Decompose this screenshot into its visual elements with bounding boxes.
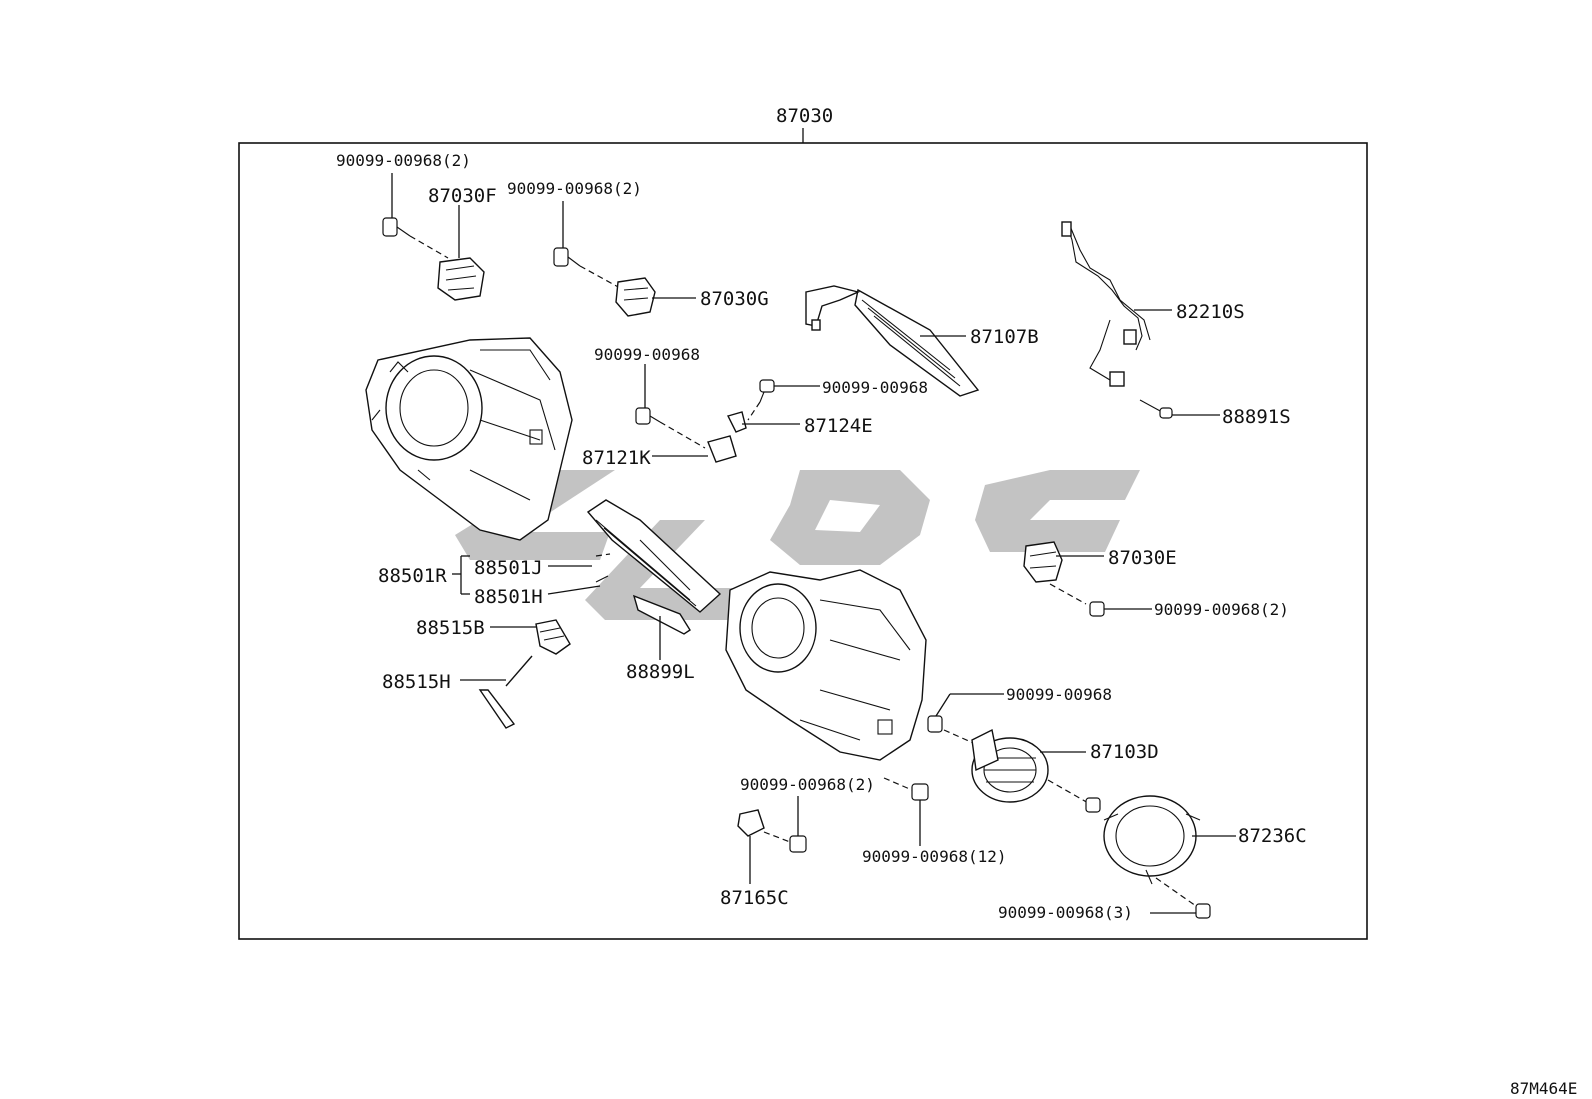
label-screw-bracket-right[interactable]: 90099-00968 [822,378,928,397]
screw-blower-top-icon[interactable] [927,715,943,733]
sensor-87165C-icon[interactable] [737,809,765,837]
label-88501H[interactable]: 88501H [474,586,543,608]
label-88891S[interactable]: 88891S [1222,406,1291,428]
label-screw-87030E[interactable]: 90099-00968(2) [1154,600,1289,619]
actuator-87030E-icon[interactable] [1023,541,1063,583]
label-88515H[interactable]: 88515H [382,671,451,693]
screw-top-left-icon[interactable] [382,217,411,237]
label-82210S[interactable]: 82210S [1176,301,1245,323]
label-87030E[interactable]: 87030E [1108,547,1177,569]
label-87030F[interactable]: 87030F [428,185,497,207]
label-87124E[interactable]: 87124E [804,415,873,437]
label-87103D[interactable]: 87103D [1090,741,1159,763]
screw-bracket-right-icon[interactable] [759,379,775,403]
screw-top-mid-icon[interactable] [553,247,581,267]
label-screw-top-left[interactable]: 90099-00968(2) [336,151,471,170]
label-screw-87236C[interactable]: 90099-00968(3) [998,903,1133,922]
screw-blower-bottom-icon[interactable] [1085,797,1101,813]
actuator-87030G-icon[interactable] [615,277,656,317]
diagram-code: 87M464E [1510,1079,1577,1098]
hvac-case-left-icon[interactable] [365,337,573,541]
label-87236C[interactable]: 87236C [1238,825,1307,847]
label-screw-87165C[interactable]: 90099-00968(2) [740,775,875,794]
screw-87165C-icon[interactable] [789,835,807,853]
label-screw-blower-top[interactable]: 90099-00968 [1006,685,1112,704]
label-88501J[interactable]: 88501J [474,557,543,579]
label-87030G[interactable]: 87030G [700,288,769,310]
assembly-part-number[interactable]: 87030 [776,105,833,127]
bracket-87121K-icon[interactable] [707,435,737,463]
screw-bracket-left-icon[interactable] [635,407,661,425]
hvac-case-right-icon[interactable] [725,569,927,761]
label-screw-top-mid[interactable]: 90099-00968(2) [507,179,642,198]
screw-87236C-icon[interactable] [1195,903,1211,919]
seal-88899L-icon[interactable] [632,594,691,635]
sensor-88891S-icon[interactable] [1139,399,1173,419]
label-88501R[interactable]: 88501R [378,565,447,587]
gear-88515B-icon[interactable] [535,619,571,655]
label-screw-case[interactable]: 90099-00968(12) [862,847,1007,866]
evaporator-87107B-icon[interactable] [805,285,980,397]
screw-case-icon[interactable] [911,783,929,801]
label-88515B[interactable]: 88515B [416,617,485,639]
label-screw-bracket-left[interactable]: 90099-00968 [594,345,700,364]
blower-motor-87103D-icon[interactable] [971,728,1049,803]
label-87165C[interactable]: 87165C [720,887,789,909]
wire-harness-82210S-icon[interactable] [1061,221,1151,387]
label-87121K[interactable]: 87121K [582,447,651,469]
screw-87030E-icon[interactable] [1089,601,1105,617]
actuator-87030F-icon[interactable] [437,257,485,301]
label-87107B[interactable]: 87107B [970,326,1039,348]
rod-88515H-icon[interactable] [478,655,533,729]
label-88899L[interactable]: 88899L [626,661,695,683]
blower-ring-87236C-icon[interactable] [1103,795,1201,885]
filter-88501R-icon[interactable] [586,499,722,613]
bracket-87124E-icon[interactable] [726,411,747,433]
